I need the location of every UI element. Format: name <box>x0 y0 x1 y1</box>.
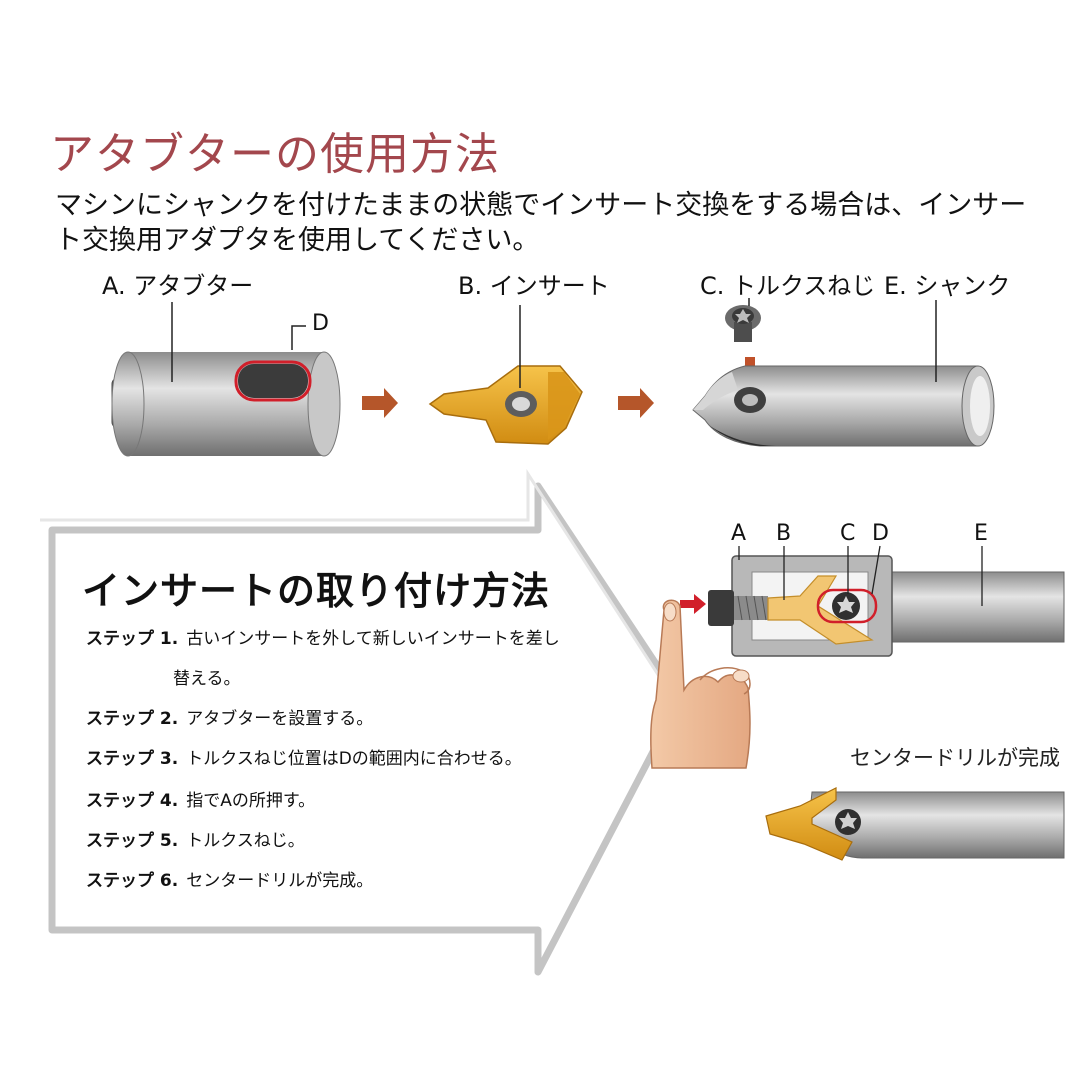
step-5: ステップ 5. トルクスねじ。 <box>86 826 305 851</box>
intro-text: マシンにシャンクを付けたままの状態でインサート交換をする場合は、インサート交換用… <box>55 190 1027 256</box>
label-screw: C. トルクスねじ <box>700 272 876 300</box>
step-text: センタードリルが完成。 <box>186 871 374 891</box>
big-arrow-frame <box>48 482 684 976</box>
step-text: 指でAの所押す。 <box>186 791 316 811</box>
assembly-label-c: C <box>840 521 856 546</box>
torx-star-icon <box>837 596 855 613</box>
step-number: ステップ 2. <box>86 709 179 729</box>
adapter-slot <box>238 364 308 398</box>
step-text: 古いインサートを外して新しいインサートを差し <box>186 629 560 649</box>
arrow-right-icon <box>680 594 706 614</box>
page-title: アタブターの使用方法 <box>50 129 500 180</box>
slot-highlight <box>816 588 878 624</box>
step-number: ステップ 4. <box>86 791 179 811</box>
step-text: トルクスねじ。 <box>186 831 305 851</box>
assembly-label-a: A <box>731 521 747 546</box>
label-slot: D <box>312 311 329 336</box>
shank-illustration <box>692 300 995 447</box>
complete-label: センタードリルが完成 <box>850 746 1060 770</box>
step-text: アタブターを設置する。 <box>186 709 374 729</box>
label-shank: E. シャンク <box>884 272 1011 300</box>
step-1-continued: 替える。 <box>173 669 241 689</box>
install-title: インサートの取り付け方法 <box>82 569 551 613</box>
torx-star-icon <box>735 309 751 323</box>
assembly-illustration <box>680 545 1065 657</box>
insert-illustration <box>428 305 583 445</box>
step-number: ステップ 6. <box>86 871 179 891</box>
completed-drill-illustration <box>765 787 1065 861</box>
torx-star-icon <box>839 812 857 829</box>
hand-illustration <box>650 599 751 769</box>
slot-highlight <box>234 360 312 402</box>
assembly-label-d: D <box>872 521 889 546</box>
step-number: ステップ 5. <box>86 831 179 851</box>
assembly-label-e: E <box>974 521 988 546</box>
step-6: ステップ 6. センタードリルが完成。 <box>86 866 373 891</box>
assembly-label-b: B <box>776 521 792 546</box>
step-number: ステップ 1. <box>86 629 179 649</box>
step-3: ステップ 3. トルクスねじ位置はDの範囲内に合わせる。 <box>86 744 522 769</box>
step-number: ステップ 3. <box>86 749 179 769</box>
label-insert: B. インサート <box>458 272 610 300</box>
step-4: ステップ 4. 指でAの所押す。 <box>86 786 315 811</box>
label-adapter: A. アタブター <box>102 272 254 300</box>
adapter-illustration <box>111 302 341 457</box>
step-2: ステップ 2. アタブターを設置する。 <box>86 704 373 729</box>
arrow-right-icon <box>362 388 398 418</box>
arrow-right-icon <box>618 388 654 418</box>
step-text: トルクスねじ位置はDの範囲内に合わせる。 <box>186 749 522 769</box>
screw-illustration <box>725 298 762 388</box>
step-1: ステップ 1. 古いインサートを外して新しいインサートを差し <box>86 624 560 649</box>
